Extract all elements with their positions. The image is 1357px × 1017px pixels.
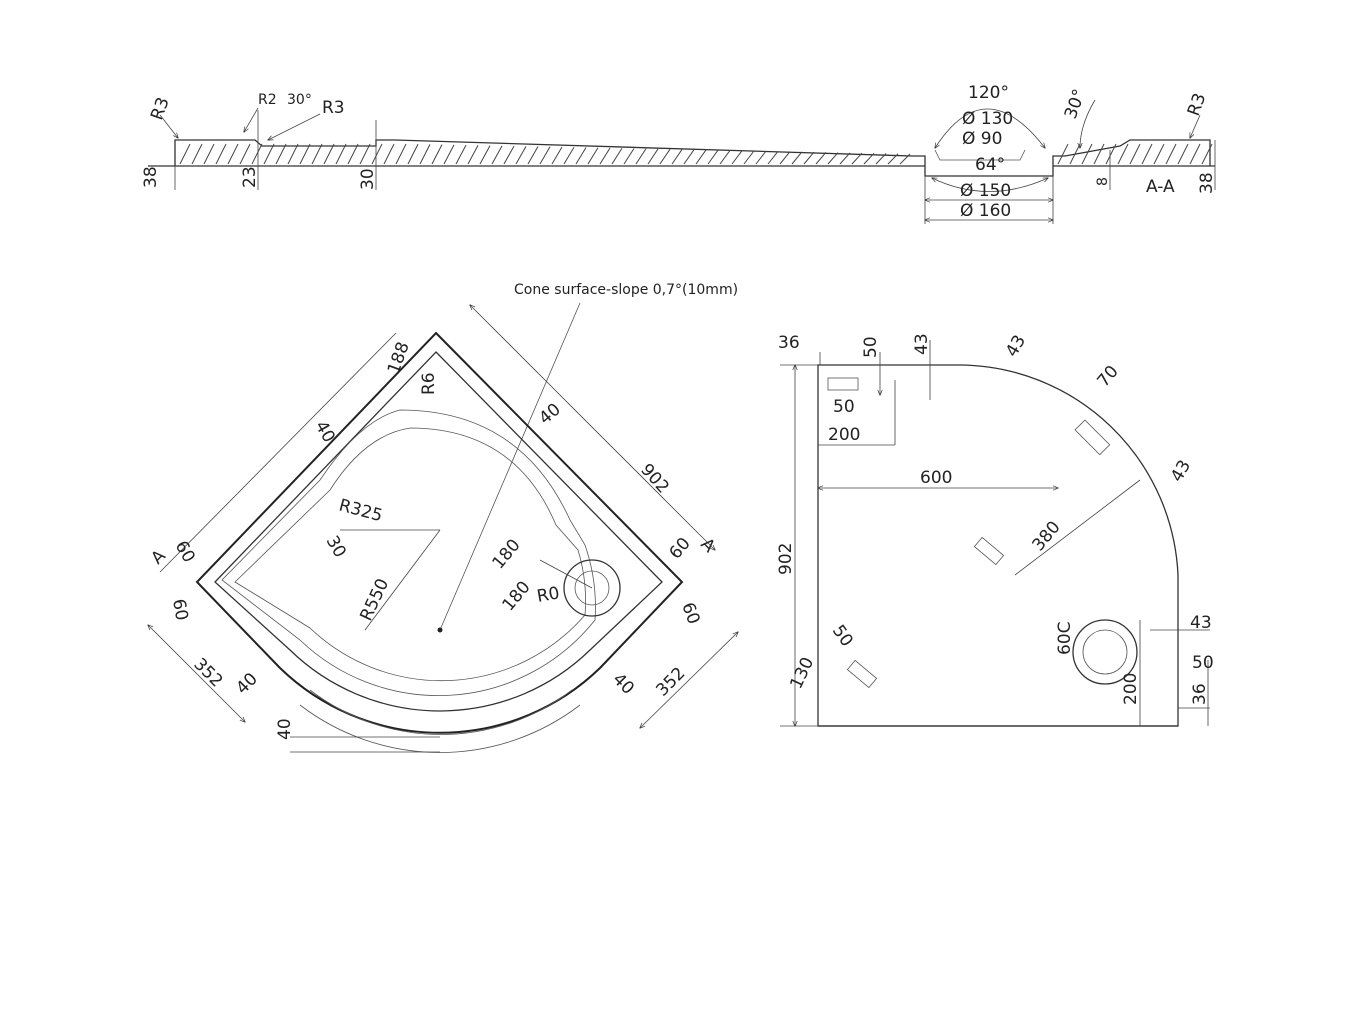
note-leader: [439, 302, 581, 631]
dim-r3-mid: R3: [322, 98, 345, 118]
dim-40-top-left: 40: [311, 418, 339, 447]
cone-slope-note: Cone surface-slope 0,7°(10mm): [514, 282, 738, 298]
dim-60-b: 60: [666, 534, 695, 563]
dim-352-right: 352: [652, 663, 689, 700]
drain-inner: [574, 570, 610, 606]
dim-180-b: 180: [499, 577, 535, 615]
section-hatching: [179, 143, 1213, 165]
bracket-bottom: [846, 659, 878, 689]
plan-right: 36 50 43 43 70 50 200 600 43 902 380 50 …: [776, 332, 1214, 727]
dim-50-top: 50: [861, 336, 881, 358]
dim-38-right: 38: [1197, 172, 1217, 194]
dim-902-right: 902: [776, 543, 796, 575]
dim-902-left: 902: [636, 460, 673, 497]
plan-left: Cone surface-slope 0,7°(10mm) 188 R6 40 …: [147, 282, 738, 753]
section-a-a: R3 R2 30° R3 38 23 30 120° Ø 130 Ø 90 64…: [141, 83, 1217, 224]
dim-8: 8: [1095, 177, 1111, 186]
dim-r3-right: R3: [1184, 91, 1211, 119]
dim-40-bottom: 40: [275, 718, 295, 740]
dim-60-d: 60: [677, 600, 703, 627]
dim-r0: R0: [535, 583, 561, 607]
tray-outer: [195, 331, 684, 734]
dim-30-plan: 30: [322, 533, 350, 562]
tray-rim-1: [214, 351, 663, 712]
dim-43-right: 43: [1190, 613, 1212, 633]
dim-380: 380: [1029, 517, 1065, 555]
dim-36-right: 36: [1190, 683, 1210, 705]
dim-r3-left: R3: [147, 95, 174, 123]
dim-30deg-right: 30°: [1061, 87, 1090, 122]
dim-30deg-left: 30°: [287, 92, 312, 108]
dim-50-bottom-bracket: 50: [828, 621, 857, 650]
dim-dia-160: Ø 160: [960, 201, 1011, 221]
dim-dia-130: Ø 130: [962, 109, 1013, 129]
dim-dia-90: Ø 90: [962, 129, 1002, 149]
dim-43-top: 43: [912, 333, 932, 355]
bracket-top: [827, 377, 859, 391]
drain-right-outer: [1072, 619, 1138, 685]
tray-rim-3: [234, 427, 586, 682]
bracket-center: [973, 536, 1005, 566]
bracket-mid: [1074, 419, 1111, 456]
dim-120deg: 120°: [968, 83, 1009, 103]
dim-70: 70: [1094, 362, 1123, 391]
dim-43-arc-top: 43: [1002, 332, 1030, 361]
dim-600: 600: [920, 468, 952, 488]
dim-40-top-right: 40: [535, 400, 564, 429]
dim-60c: 60C: [1055, 621, 1075, 655]
dim-r325: R325: [337, 496, 385, 527]
dim-200-top: 200: [828, 425, 860, 445]
dim-60-a: 60: [171, 538, 199, 567]
drain-right-inner: [1082, 629, 1128, 675]
dim-64deg: 64°: [975, 155, 1005, 175]
drain-outer: [563, 559, 621, 617]
dim-38-left: 38: [141, 166, 161, 188]
dim-60-c: 60: [168, 597, 191, 622]
dim-188: 188: [384, 339, 414, 376]
dim-50-bracket: 50: [833, 397, 855, 417]
dim-36-top: 36: [778, 333, 800, 353]
center-point: [437, 627, 443, 633]
dim-r6: R6: [419, 372, 439, 395]
dim-r2: R2: [258, 92, 277, 108]
section-mark-a-right: A: [696, 534, 719, 557]
dim-130: 130: [786, 654, 818, 692]
outline-right: [817, 364, 1179, 727]
dim-23: 23: [240, 166, 260, 188]
dim-352-left: 352: [189, 654, 226, 691]
section-label: A-A: [1146, 177, 1175, 197]
dim-30: 30: [358, 168, 378, 190]
dim-40-bottom-left: 40: [232, 669, 261, 698]
dim-43-arc-right: 43: [1167, 457, 1195, 486]
dim-50-right: 50: [1192, 653, 1214, 673]
dim-dia-150: Ø 150: [960, 181, 1011, 201]
dim-180-a: 180: [489, 535, 525, 573]
dim-200-right: 200: [1121, 673, 1141, 705]
dim-40-bottom-right: 40: [608, 669, 637, 698]
